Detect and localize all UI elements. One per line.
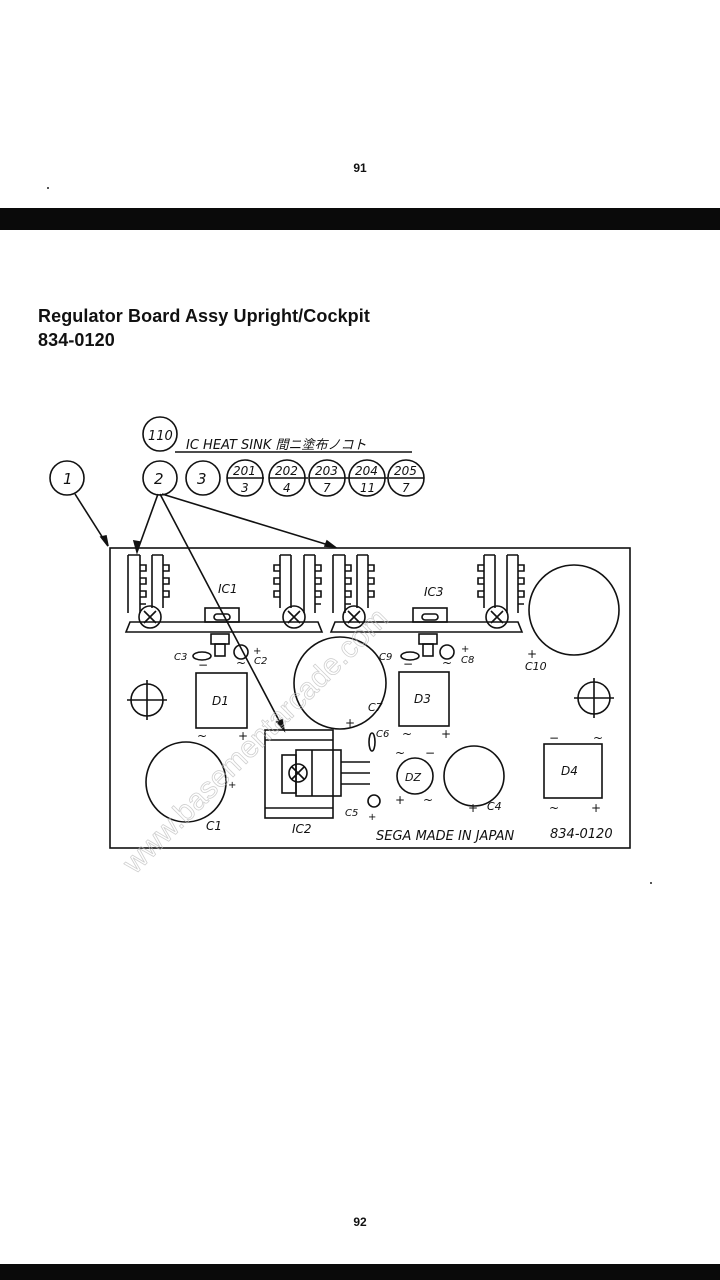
polarity-c1-plus: + [228,780,236,791]
polarity-c10-plus: + [527,647,537,661]
page-number-top: 91 [353,161,367,175]
label-c4: C4 [487,800,502,813]
polarity-d1-ac: ~ [197,729,207,743]
polarity-c7-plus: + [345,716,355,730]
label-c2: C2 [254,656,267,667]
header-bar [0,208,720,230]
polarity-c2-ac: ~ [236,656,246,670]
capacitor-c4 [443,745,505,807]
callout-202-top: 202 [275,464,298,478]
callout-201-top: 201 [233,464,256,478]
polarity-d1-plus: + [238,729,248,743]
scan-speck [650,882,652,884]
watermark-text: www.basementarcade.com [116,602,395,881]
zener-dz [396,757,434,795]
callout-202-bottom: 4 [283,481,291,495]
polarity-d3-minus: − [403,657,413,671]
label-d4: D4 [561,764,578,778]
polarity-dz-plus: + [395,793,405,807]
callout-205-bottom: 7 [402,481,410,495]
diode-d4 [543,743,603,799]
label-ic2: IC2 [292,822,312,836]
label-ic3: IC3 [424,585,444,599]
callout-3-label: 3 [197,470,207,488]
label-c10: C10 [525,660,547,673]
label-c8: C8 [461,655,474,666]
polarity-c8-plus: + [461,644,469,655]
callout-3-circle [185,460,221,496]
polarity-dz-ac-top: ~ [395,746,405,760]
part-number-title: 834-0120 [38,330,115,350]
callout-201-bottom: 3 [241,481,249,495]
label-c9: C9 [379,652,392,663]
polarity-c4-plus: + [468,801,478,815]
page-title: Regulator Board Assy Upright/Cockpit [38,306,370,326]
polarity-d4-plus: + [591,801,601,815]
polarity-d4-minus: − [549,731,559,745]
callout-main-label: 1 [63,470,73,488]
ic2-heatsink [264,729,334,819]
callout-110-label: 110 [148,429,173,444]
polarity-c2-plus: + [253,646,261,657]
capacitor-c7 [293,636,387,730]
polarity-dz-minus: − [425,746,435,760]
callout-204-top: 204 [355,464,378,478]
label-dz: DZ [405,771,421,784]
polarity-dz-ac-bottom: ~ [423,793,433,807]
label-c6: C6 [376,729,389,740]
polarity-c8-ac: ~ [442,656,452,670]
polarity-d4-ac-top: ~ [593,731,603,745]
label-c5: C5 [345,808,358,819]
footer-bar [0,1264,720,1280]
polarity-d3-plus: + [441,727,451,741]
callout-204-bottom: 11 [360,481,375,495]
callout-203-bottom: 7 [323,481,331,495]
polarity-d3-ac: ~ [402,727,412,741]
callout-110-circle [142,416,178,452]
page-number-bottom: 92 [353,1215,367,1229]
regulator-board-diagram: www.basementarcade.com 1 110 2 3 IC HEAT… [49,416,631,881]
diode-d1 [195,672,248,729]
label-d1: D1 [212,694,229,708]
capacitor-c10 [528,564,620,656]
board-footer-text: SEGA MADE IN JAPAN [376,829,515,844]
callout-203-top: 203 [315,464,338,478]
pcb-outline [109,547,631,849]
label-c7: C7 [368,701,383,714]
capacitor-c1 [145,741,227,823]
label-d3: D3 [414,692,431,706]
polarity-c5-plus: + [368,812,376,823]
callout-205-top: 205 [394,464,417,478]
polarity-d4-ac-bottom: ~ [549,801,559,815]
label-c1: C1 [206,819,222,833]
polarity-d1-minus: − [198,658,208,672]
callout-note: IC HEAT SINK 間ニ塗布ノコト [186,437,367,453]
scan-speck [47,187,49,189]
diode-d3 [398,671,450,727]
callout-main-circle [49,460,85,496]
callout-2-label: 2 [154,470,164,488]
label-c3: C3 [174,652,187,663]
board-number-text: 834-0120 [550,827,613,842]
label-ic1: IC1 [218,582,238,596]
